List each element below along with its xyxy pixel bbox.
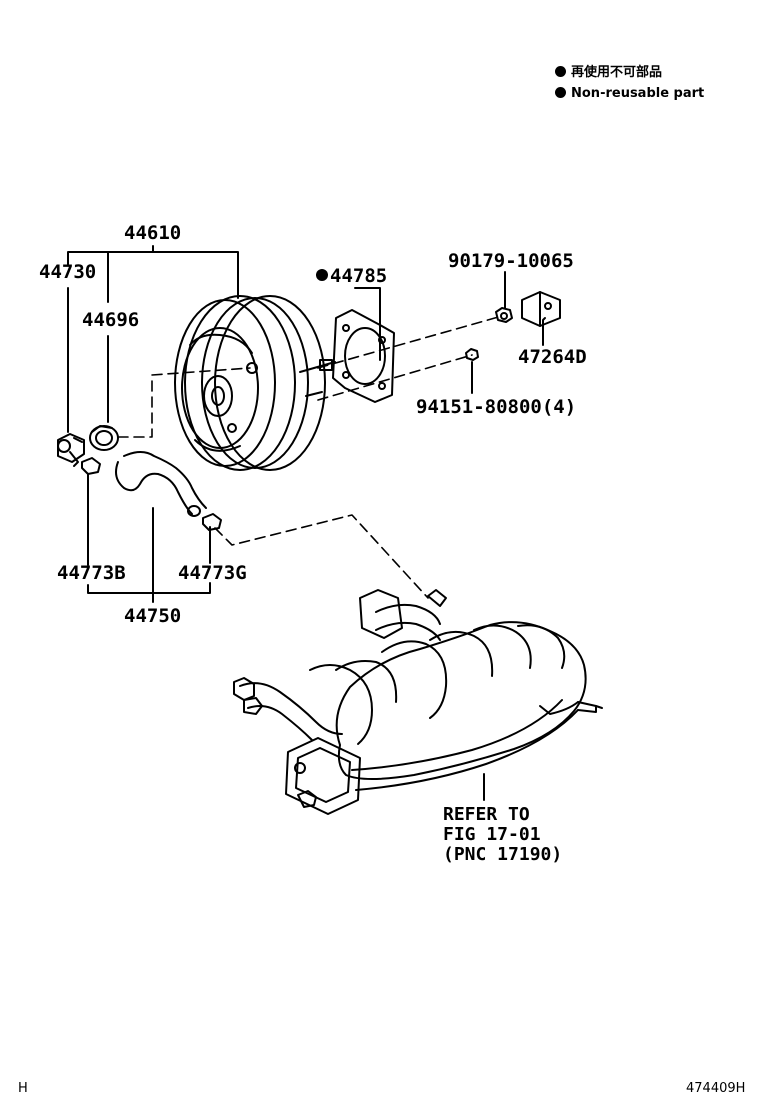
reference-line-2[interactable]: FIG 17-01: [443, 824, 541, 845]
footer-left-code: H: [18, 1081, 28, 1096]
part-label-44785-text: 44785: [330, 265, 388, 287]
part-label-44750[interactable]: 44750: [124, 605, 182, 627]
part-label-44773b[interactable]: 44773B: [57, 562, 126, 584]
clip-b: [81, 457, 101, 475]
part-label-90179-10065[interactable]: 90179-10065: [448, 250, 574, 272]
nut-part: [495, 307, 513, 323]
dashed-assembly-lines: [117, 315, 503, 599]
intake-manifold: [233, 589, 603, 815]
part-label-47264d[interactable]: 47264D: [518, 346, 587, 368]
legend-item-english: Non-reusable part: [555, 87, 704, 100]
leader-lines: [67, 245, 546, 801]
small-nut-part: [465, 348, 479, 361]
reference-line-3[interactable]: (PNC 17190): [443, 844, 563, 865]
part-label-44785[interactable]: 44785: [316, 267, 387, 286]
vacuum-hose: [115, 451, 207, 517]
non-reusable-marker-icon: [316, 269, 328, 281]
part-label-44610[interactable]: 44610: [124, 222, 182, 244]
legend-text-english: Non-reusable part: [571, 86, 705, 101]
gasket: [332, 309, 395, 403]
check-valve: [57, 433, 85, 467]
brake-booster: [174, 295, 336, 471]
clip-g: [202, 513, 222, 531]
part-label-44773g[interactable]: 44773G: [178, 562, 247, 584]
part-label-44696[interactable]: 44696: [82, 309, 140, 331]
figure-id: 474409H: [686, 1081, 746, 1096]
legend-item-japanese: 再使用不可部品: [555, 66, 662, 79]
reference-line-1: REFER TO: [443, 804, 530, 825]
bracket-part: [521, 291, 561, 327]
filled-circle-icon: [555, 87, 566, 98]
filled-circle-icon: [555, 66, 566, 77]
legend-text-japanese: 再使用不可部品: [571, 65, 663, 80]
part-label-44730[interactable]: 44730: [39, 261, 97, 283]
part-label-94151-80800[interactable]: 94151-80800(4): [416, 396, 577, 418]
grommet: [89, 425, 119, 451]
